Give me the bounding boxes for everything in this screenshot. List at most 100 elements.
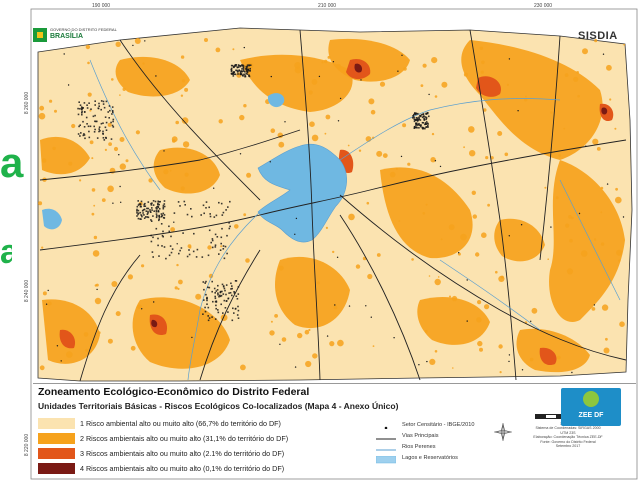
census-sector-dot bbox=[82, 134, 85, 137]
census-sector-dot bbox=[415, 119, 417, 121]
census-sector-dot bbox=[111, 124, 114, 127]
gdf-logo-line2: BRASÍLIA bbox=[50, 33, 84, 40]
census-sector-dot bbox=[246, 66, 249, 68]
census-sector-dot bbox=[112, 118, 115, 121]
risk-speck-class-2 bbox=[591, 307, 596, 311]
risk-speck-class-2 bbox=[499, 371, 502, 374]
legend-panel: Zoneamento Ecológico-Econômico do Distri… bbox=[33, 383, 636, 478]
census-sector-dot bbox=[247, 68, 249, 71]
census-sector-dot bbox=[427, 125, 429, 127]
census-sector-dot bbox=[155, 213, 158, 215]
census-sector-dot bbox=[107, 111, 109, 113]
risk-speck-class-2 bbox=[372, 345, 375, 347]
census-sector-dot bbox=[168, 225, 170, 228]
census-sector-dot bbox=[234, 64, 236, 67]
census-sector-dot bbox=[211, 290, 213, 293]
legend-swatch-2 bbox=[38, 433, 75, 444]
risk-speck-class-2 bbox=[337, 339, 344, 347]
census-sector-dot bbox=[233, 66, 235, 68]
risk-speck-class-2 bbox=[169, 169, 172, 172]
census-sector-dot bbox=[230, 70, 233, 73]
census-sector-dot bbox=[225, 284, 228, 286]
census-sector-dot bbox=[458, 252, 460, 254]
census-sector-dot bbox=[63, 53, 65, 55]
census-sector-dot bbox=[294, 233, 296, 235]
census-sector-dot bbox=[221, 290, 223, 293]
risk-speck-class-2 bbox=[376, 253, 381, 257]
census-sector-dot bbox=[158, 216, 161, 219]
census-sector-dot bbox=[239, 65, 242, 67]
census-sector-dot bbox=[422, 115, 425, 118]
legend-ref-label: Vias Principais bbox=[402, 433, 439, 439]
grid-tick-left: 8 260 000 bbox=[24, 91, 31, 115]
risk-speck-class-2 bbox=[41, 158, 47, 163]
risk-speck-class-2 bbox=[484, 304, 490, 310]
census-sector-dot bbox=[45, 303, 48, 305]
census-sector-dot bbox=[245, 65, 248, 68]
census-sector-dot bbox=[79, 135, 81, 137]
census-sector-dot bbox=[223, 299, 226, 302]
census-sector-dot bbox=[150, 202, 152, 205]
risk-patch-class-3 bbox=[149, 314, 168, 336]
census-sector-dot bbox=[246, 71, 249, 73]
map-title: Zoneamento Ecológico-Econômico do Distri… bbox=[38, 386, 310, 398]
census-sector-dot bbox=[176, 243, 178, 245]
census-sector-dot bbox=[202, 204, 205, 207]
census-sector-dot bbox=[227, 297, 230, 300]
census-sector-dot bbox=[207, 315, 209, 317]
risk-speck-class-2 bbox=[555, 196, 559, 200]
risk-speck-class-2 bbox=[370, 109, 376, 115]
risk-speck-class-2 bbox=[411, 258, 414, 261]
census-sector-dot bbox=[417, 112, 419, 115]
census-sector-dot bbox=[207, 286, 209, 289]
river bbox=[187, 211, 261, 381]
census-sector-dot bbox=[120, 201, 122, 203]
census-sector-dot bbox=[140, 200, 143, 203]
census-sector-dot bbox=[163, 214, 166, 216]
risk-speck-class-2 bbox=[38, 201, 43, 206]
census-sector-dot bbox=[237, 73, 239, 75]
census-sector-dot bbox=[217, 309, 219, 311]
census-sector-dot bbox=[245, 69, 248, 72]
risk-speck-class-2 bbox=[605, 337, 608, 341]
risk-speck-class-2 bbox=[246, 172, 252, 178]
census-sector-dot bbox=[235, 280, 238, 282]
risk-speck-class-2 bbox=[606, 64, 612, 71]
census-sector-dot bbox=[112, 126, 115, 128]
risk-speck-class-2 bbox=[431, 57, 438, 64]
census-sector-dot bbox=[188, 249, 190, 251]
risk-speck-class-2 bbox=[91, 157, 94, 160]
legend-label-2: 2 Riscos ambientais alto ou muito alto (… bbox=[80, 434, 289, 443]
risk-speck-class-2 bbox=[49, 99, 53, 103]
risk-speck-class-2 bbox=[176, 263, 179, 267]
census-sector-dot bbox=[158, 218, 160, 220]
risk-speck-class-2 bbox=[182, 141, 190, 148]
census-sector-dot bbox=[154, 200, 157, 203]
census-sector-dot bbox=[227, 206, 229, 208]
census-sector-dot bbox=[102, 132, 104, 135]
census-sector-dot bbox=[235, 64, 237, 66]
risk-patches bbox=[38, 38, 626, 374]
census-sector-dot bbox=[220, 294, 223, 297]
grid-tick-left: 8 220 000 bbox=[24, 433, 31, 457]
risk-patch-class-2 bbox=[240, 54, 353, 112]
census-sector-dot bbox=[220, 303, 222, 306]
census-sector-dot bbox=[93, 131, 96, 133]
census-sector-dot bbox=[244, 70, 246, 73]
census-sector-dot bbox=[152, 204, 155, 206]
risk-speck-class-2 bbox=[623, 43, 626, 46]
census-sector-dot bbox=[413, 116, 415, 119]
census-sector-dot bbox=[294, 366, 297, 368]
risk-speck-class-2 bbox=[189, 246, 192, 249]
census-sector-dot bbox=[229, 200, 231, 203]
risk-patch-class-2 bbox=[516, 328, 590, 373]
census-sector-dot bbox=[215, 290, 218, 292]
risk-speck-class-2 bbox=[137, 304, 142, 310]
census-sector-dot bbox=[211, 239, 214, 242]
census-sector-dot bbox=[413, 113, 415, 116]
census-sector-dot bbox=[162, 235, 164, 238]
credit-line: Setembro 2017 bbox=[555, 444, 581, 449]
perennial-rivers bbox=[89, 59, 621, 381]
census-sector-dot bbox=[215, 214, 218, 217]
